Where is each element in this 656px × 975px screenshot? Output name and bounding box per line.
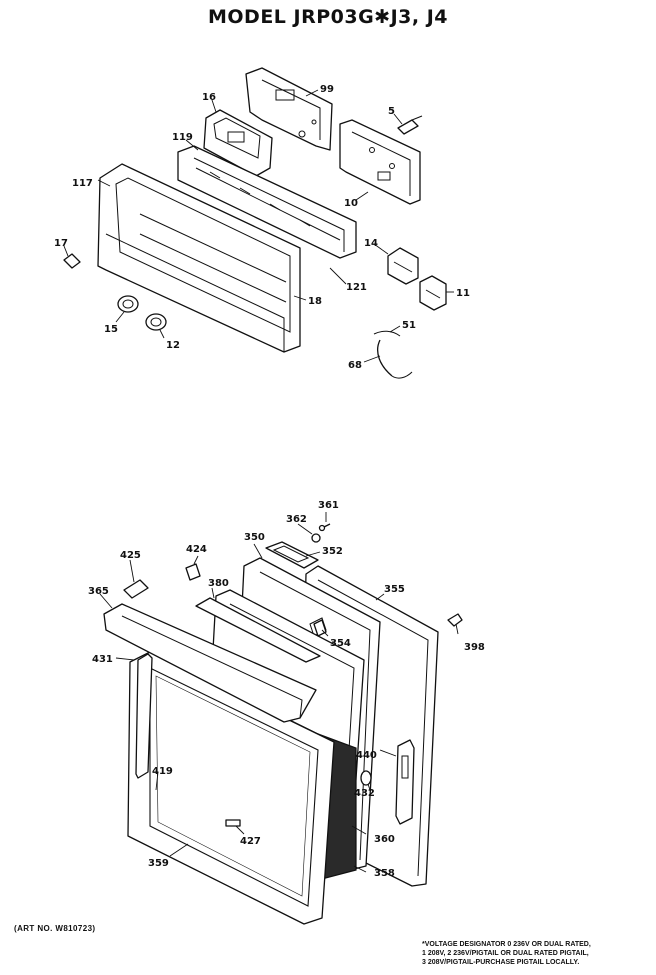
label-14: 14	[364, 238, 378, 249]
label-10: 10	[344, 198, 358, 209]
part-10-bracket-plate	[339, 119, 421, 205]
part-15-knob	[117, 295, 139, 313]
label-354: 354	[330, 638, 351, 649]
part-427-clip	[225, 819, 241, 827]
label-440: 440	[356, 750, 377, 761]
label-431: 431	[92, 654, 113, 665]
label-362: 362	[286, 514, 307, 525]
part-18-glass-panel	[139, 213, 287, 303]
part-12-knob	[145, 313, 167, 331]
diagram-title: MODEL JRP03G✱J3, J4	[207, 6, 449, 28]
part-51-cord-clamp	[373, 330, 401, 337]
part-11-terminal-block	[419, 275, 447, 311]
voltage-footnote: *VOLTAGE DESIGNATOR 0 236V OR DUAL RATED…	[422, 940, 654, 967]
label-380: 380	[208, 578, 229, 589]
label-358: 358	[374, 868, 395, 879]
part-361-screw	[318, 523, 331, 532]
part-99-bracket	[245, 67, 333, 151]
label-359: 359	[148, 858, 169, 869]
part-68-pigtail-cord	[377, 339, 413, 379]
lower-leader-lines	[99, 512, 459, 873]
part-440-latch	[395, 739, 415, 825]
part-398-screw	[447, 613, 463, 627]
label-117: 117	[72, 178, 93, 189]
label-15: 15	[104, 324, 118, 335]
part-352-gasket	[265, 541, 319, 569]
part-424-clip	[185, 563, 201, 581]
upper-leader-lines	[63, 89, 454, 363]
label-355: 355	[384, 584, 405, 595]
label-425: 425	[120, 550, 141, 561]
part-119-control-board	[177, 145, 357, 259]
label-51: 51	[402, 320, 416, 331]
label-432: 432	[354, 788, 375, 799]
part-431-side-trim	[135, 653, 153, 779]
label-16: 16	[202, 92, 216, 103]
part-17-screw	[63, 253, 81, 269]
label-119: 119	[172, 132, 193, 143]
part-5-screw	[397, 115, 423, 135]
label-350: 350	[244, 532, 265, 543]
part-432-spring	[360, 770, 372, 786]
part-365-door-handle	[103, 603, 317, 723]
part-362-washer	[311, 533, 321, 543]
label-424: 424	[186, 544, 207, 555]
part-380-glass-shield	[195, 597, 321, 663]
label-361: 361	[318, 500, 339, 511]
part-14-switch	[387, 247, 419, 285]
label-365: 365	[88, 586, 109, 597]
part-117-front-frame	[97, 163, 301, 353]
label-398: 398	[464, 642, 485, 653]
label-121: 121	[346, 282, 367, 293]
label-11: 11	[456, 288, 470, 299]
label-5: 5	[388, 106, 395, 117]
label-18: 18	[308, 296, 322, 307]
art-number: (ART NO. W810723)	[14, 924, 96, 933]
part-354-hinge-clip	[313, 619, 327, 637]
footnote-line: *VOLTAGE DESIGNATOR 0 236V OR DUAL RATED…	[422, 941, 591, 948]
label-427: 427	[240, 836, 261, 847]
footnote-line: 3 208V/PIGTAIL-PURCHASE PIGTAIL LOCALLY.	[422, 959, 580, 966]
part-425-handle-trim	[123, 579, 149, 599]
label-99: 99	[320, 84, 334, 95]
label-419: 419	[152, 766, 173, 777]
label-17: 17	[54, 238, 68, 249]
label-352: 352	[322, 546, 343, 557]
footnote-line: 1 208V, 2 236V/PIGTAIL OR DUAL RATED PIG…	[422, 950, 589, 957]
label-360: 360	[374, 834, 395, 845]
label-68: 68	[348, 360, 362, 371]
part-16-switch-housing	[203, 109, 273, 177]
label-12: 12	[166, 340, 180, 351]
